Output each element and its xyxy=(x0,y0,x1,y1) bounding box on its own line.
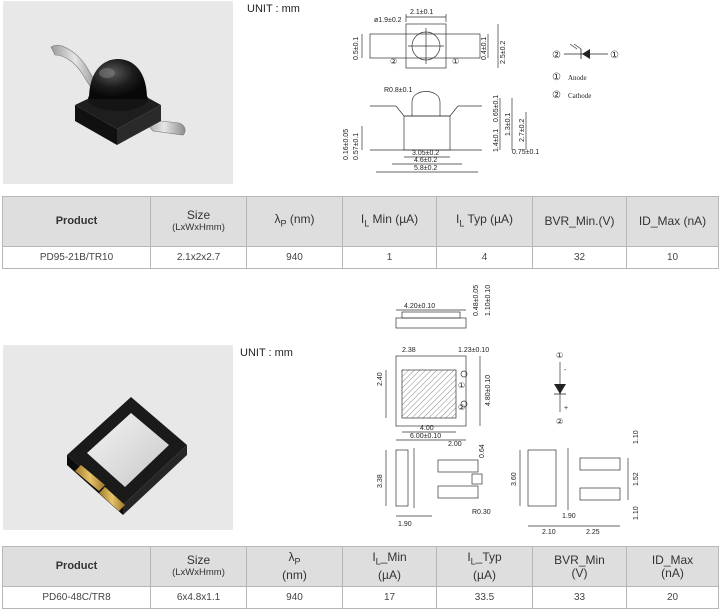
table-row: PD60-48C/TR8 6x4.8x1.1 940 17 33.5 33 20 xyxy=(2,586,719,609)
header-il-typ: IL_Typ(µA) xyxy=(436,546,533,587)
header-product: Product xyxy=(2,546,151,587)
dim-top-length: 4.80±0.10 xyxy=(485,375,492,406)
cell-product: PD60-48C/TR8 xyxy=(2,586,151,609)
pin-marker-top-2: ② xyxy=(458,403,465,412)
product-photo-pd95 xyxy=(3,1,233,184)
cell-product: PD95-21B/TR10 xyxy=(2,246,151,269)
header-id-max: ID_Max (nA) xyxy=(626,196,719,247)
pin-marker-top-1: ① xyxy=(458,381,465,390)
dim-left-offset: 0.5±0.1 xyxy=(353,37,360,60)
cell-wavelength: 940 xyxy=(246,586,343,609)
dim-top-win-height: 2.40 xyxy=(377,372,384,386)
dim-bottom-10: 1.10 xyxy=(633,506,640,520)
dim-bottom-9: 1.90 xyxy=(562,513,576,520)
header-product: Product xyxy=(2,196,151,247)
symbol-sign-minus: - xyxy=(564,367,567,374)
table-row: PD95-21B/TR10 2.1x2x2.7 940 1 4 32 10 xyxy=(2,246,719,269)
dim-side-7: 0.57±0.1 xyxy=(353,133,360,160)
header-wavelength: λP (nm) xyxy=(246,196,343,247)
dim-side-3: 2.7±0.2 xyxy=(519,119,526,142)
dim-bottom-6: 3.60 xyxy=(511,472,518,486)
dim-side-thickness: 0.48±0.05 xyxy=(473,285,480,316)
product-photo-pd60 xyxy=(3,345,233,530)
table-header-row: Product Size(LxWxHmm) λP(nm) IL_Min(µA) … xyxy=(2,546,719,587)
spec-table-pd60: Product Size(LxWxHmm) λP(nm) IL_Min(µA) … xyxy=(2,546,719,609)
dim-bottom-1: 2.00 xyxy=(448,441,462,448)
dim-bottom-4: 1.90 xyxy=(398,521,412,528)
legend-anode: Anode xyxy=(568,74,587,82)
dim-top-pad: 1.23±0.10 xyxy=(458,347,489,354)
dim-side-5: 0.75±0.1 xyxy=(512,149,539,156)
dimension-drawing-pd60: 4.20±0.10 0.48±0.05 1.10±0.10 2.38 1.23±… xyxy=(372,282,662,538)
pin-marker-1: ① xyxy=(452,57,459,66)
cell-il-min: 17 xyxy=(342,586,437,609)
dim-right-offset: 0.4±0.1 xyxy=(481,37,488,60)
dim-bottom-2: 0.64 xyxy=(479,444,486,458)
dim-bottom-12: 2.25 xyxy=(586,529,600,536)
header-wavelength: λP(nm) xyxy=(246,546,343,587)
dim-bottom-3: 5.8±0.2 xyxy=(414,165,437,172)
legend-symbol-pin1: ① xyxy=(610,50,619,61)
dimension-drawing-pd95: 2.1±0.1 ø1.9±0.2 0.5±0.1 0.4±0.1 2.5±0.2… xyxy=(340,2,545,182)
dim-bottom-2: 4.6±0.2 xyxy=(414,157,437,164)
cell-id-max: 10 xyxy=(626,246,719,269)
cell-bvr-min: 33 xyxy=(532,586,627,609)
dim-bottom-7: 1.10 xyxy=(633,430,640,444)
dim-bottom-3: 3.38 xyxy=(377,474,384,488)
pin-legend-pd95: ② ① ① Anode ② Cathode xyxy=(552,44,632,100)
pd60-component-image xyxy=(67,397,187,515)
dim-diameter: ø1.9±0.2 xyxy=(374,17,402,24)
dim-depth: 2.5±0.2 xyxy=(500,41,507,64)
header-size: Size(LxWxHmm) xyxy=(150,546,247,587)
dim-bottom-8: 1.52 xyxy=(633,472,640,486)
symbol-sign-plus: + xyxy=(564,405,568,412)
cell-il-typ: 33.5 xyxy=(436,586,533,609)
dim-bottom-5: R0.30 xyxy=(472,509,491,516)
header-il-typ: IL Typ (µA) xyxy=(436,196,533,247)
photodiode-symbol-icon xyxy=(582,49,590,59)
header-size: Size(LxWxHmm) xyxy=(150,196,247,247)
table-header-row: Product Size(LxWxHmm) λP (nm) IL Min (µA… xyxy=(2,196,719,247)
dim-side-4: 1.4±0.1 xyxy=(493,129,500,152)
dim-top-window: 2.38 xyxy=(402,347,416,354)
unit-label-pd60: UNIT : mm xyxy=(240,347,293,359)
pin-marker-symbol-1: ① xyxy=(556,351,563,360)
dim-side-height: 1.10±0.10 xyxy=(485,285,492,316)
cell-il-min: 1 xyxy=(342,246,437,269)
header-bvr-min: BVR_Min.(V) xyxy=(532,196,627,247)
legend-symbol-pin2: ② xyxy=(552,50,561,61)
spec-table-pd95: Product Size(LxWxHmm) λP (nm) IL Min (µA… xyxy=(2,196,719,269)
diode-symbol-icon xyxy=(554,384,566,394)
unit-label-pd95: UNIT : mm xyxy=(247,3,300,15)
dim-radius: R0.8±0.1 xyxy=(384,87,412,94)
pin-marker-symbol-2: ② xyxy=(556,417,563,426)
dim-top-width: 6.00±0.10 xyxy=(410,433,441,440)
legend-cathode: Cathode xyxy=(568,92,591,100)
dim-side-6: 0.16±0.05 xyxy=(343,129,350,160)
dim-width-top: 2.1±0.1 xyxy=(410,9,433,16)
cell-il-typ: 4 xyxy=(436,246,533,269)
cell-size: 6x4.8x1.1 xyxy=(150,586,247,609)
cell-id-max: 20 xyxy=(626,586,719,609)
dim-bottom-11: 2.10 xyxy=(542,529,556,536)
cell-wavelength: 940 xyxy=(246,246,343,269)
legend-pin1-marker: ① xyxy=(552,72,561,83)
header-bvr-min: BVR_Min(V) xyxy=(532,546,627,587)
dim-side-2: 1.3±0.1 xyxy=(505,113,512,136)
dim-side-width: 4.20±0.10 xyxy=(404,303,435,310)
dim-bottom-1: 3.05±0.2 xyxy=(412,150,439,157)
header-il-min: IL_Min(µA) xyxy=(342,546,437,587)
cell-size: 2.1x2x2.7 xyxy=(150,246,247,269)
cell-bvr-min: 32 xyxy=(532,246,627,269)
pin-marker-2: ② xyxy=(390,57,397,66)
dim-side-1: 0.65±0.1 xyxy=(493,95,500,122)
pd95-component-image xyxy=(50,45,186,145)
dim-top-inner: 4.00 xyxy=(420,425,434,432)
header-id-max: ID_Max(nA) xyxy=(626,546,719,587)
header-il-min: IL Min (µA) xyxy=(342,196,437,247)
legend-pin2-marker: ② xyxy=(552,90,561,100)
